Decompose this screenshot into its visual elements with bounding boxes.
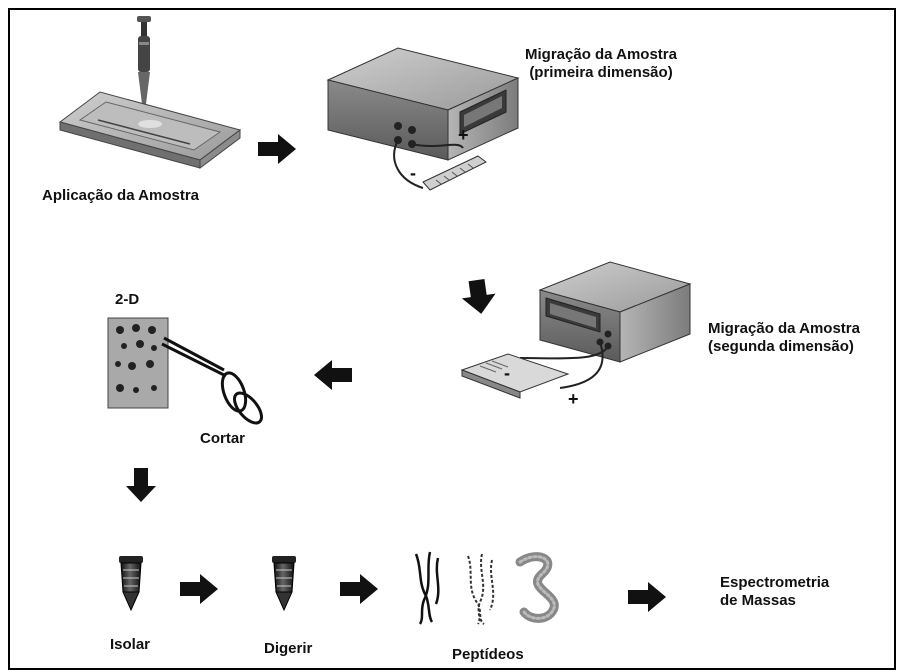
- plus-sign-2: +: [568, 389, 579, 409]
- arrow-right-icon-4: [628, 582, 666, 612]
- peptides-illustration: [414, 551, 559, 625]
- arrow-down-icon-2: [126, 468, 156, 502]
- migration-second-line2: (segunda dimensão): [708, 338, 854, 355]
- arrow-right-icon: [258, 134, 296, 164]
- two-d-gel-illustration: [107, 317, 263, 425]
- migration-first-label: Migração da Amostra (primeira dimensão): [506, 46, 696, 82]
- scissors-icon: [161, 336, 263, 425]
- arrow-right-icon-3: [340, 574, 378, 604]
- tube-isolate-icon: [119, 556, 143, 612]
- migration-first-line1: Migração da Amostra: [525, 46, 677, 63]
- plus-sign-1: +: [458, 125, 469, 145]
- application-label: Aplicação da Amostra: [42, 187, 199, 204]
- cut-label: Cortar: [200, 430, 246, 447]
- mass-spec-line1: Espectrometria: [720, 574, 830, 591]
- arrow-left-icon: [314, 360, 352, 390]
- migration-second-label: Migração da Amostra (segunda dimensão): [708, 320, 860, 356]
- sample-tray-illustration: [58, 16, 242, 169]
- mass-spec-line2: de Massas: [720, 592, 796, 609]
- minus-sign-1: -: [410, 163, 416, 183]
- migration-second-line1: Migração da Amostra: [708, 320, 860, 337]
- arrow-down-icon: [461, 279, 496, 314]
- electrophoresis-unit-2: [460, 261, 692, 399]
- digest-label: Digerir: [264, 640, 313, 657]
- peptides-label: Peptídeos: [452, 646, 524, 663]
- tube-digest-icon: [272, 556, 296, 612]
- mass-spec-label: Espectrometria de Massas: [720, 574, 829, 610]
- minus-sign-2: -: [504, 363, 510, 383]
- arrow-right-icon-2: [180, 574, 218, 604]
- migration-first-line2: (primeira dimensão): [529, 64, 673, 81]
- electrophoresis-unit-1: [326, 47, 520, 191]
- isolate-label: Isolar: [110, 636, 151, 653]
- two-d-label: 2-D: [115, 291, 140, 308]
